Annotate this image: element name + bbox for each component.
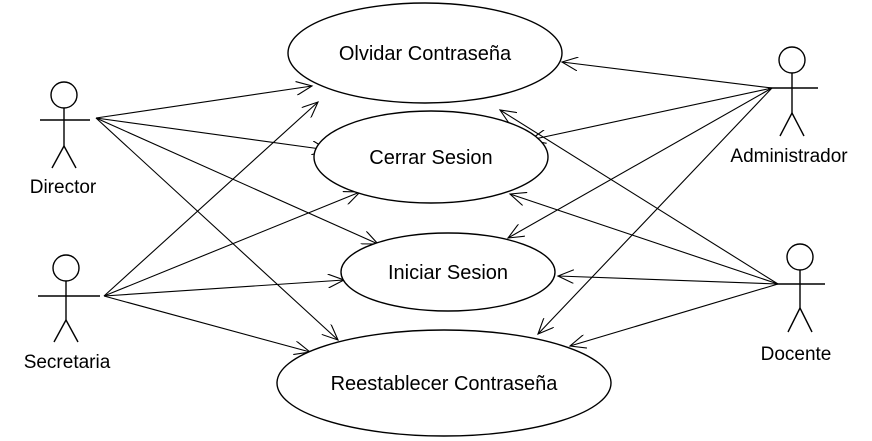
association-director-reestablecer bbox=[95, 117, 338, 340]
association-lines bbox=[95, 62, 779, 352]
use-case-ellipse bbox=[340, 232, 556, 312]
stick-figure-icon bbox=[775, 243, 825, 333]
association-secretaria-iniciar bbox=[103, 280, 344, 297]
use-case-label: Olvidar Contraseña bbox=[339, 43, 512, 65]
association-docente-iniciar bbox=[558, 276, 779, 285]
use-case-ellipse bbox=[287, 2, 563, 104]
association-secretaria-cerrar bbox=[103, 192, 360, 297]
association-administrador-reestablecer bbox=[538, 87, 773, 334]
actor-label: Secretaria bbox=[24, 352, 111, 373]
actor-director[interactable]: Director bbox=[30, 81, 97, 198]
use-case-label: Reestablecer Contraseña bbox=[331, 373, 559, 395]
actor-label: Administrador bbox=[730, 146, 848, 167]
use-case-reestablecer-contrasena[interactable]: Reestablecer Contraseña bbox=[276, 329, 612, 437]
stick-figure-icon bbox=[768, 46, 818, 137]
association-docente-reestablecer bbox=[570, 283, 779, 346]
use-case-iniciar-sesion[interactable]: Iniciar Sesion bbox=[340, 232, 556, 312]
use-case-label: Iniciar Sesion bbox=[388, 262, 508, 284]
use-case-cerrar-sesion[interactable]: Cerrar Sesion bbox=[313, 110, 549, 204]
association-director-cerrar bbox=[95, 117, 328, 150]
actor-label: Director bbox=[30, 177, 97, 198]
association-docente-olvidar bbox=[500, 110, 779, 285]
stick-figure-icon bbox=[38, 254, 100, 343]
use-case-ellipse bbox=[276, 329, 612, 437]
association-administrador-iniciar bbox=[508, 87, 773, 238]
stick-figure-icon bbox=[40, 81, 90, 169]
actor-secretaria[interactable]: Secretaria bbox=[24, 254, 111, 373]
actor-docente[interactable]: Docente bbox=[761, 243, 832, 365]
actor-administrador[interactable]: Administrador bbox=[730, 46, 848, 167]
use-case-olvidar-contrasena[interactable]: Olvidar Contraseña bbox=[287, 2, 563, 104]
actor-label: Docente bbox=[761, 344, 832, 365]
association-director-olvidar bbox=[95, 86, 312, 119]
association-secretaria-olvidar bbox=[103, 102, 318, 297]
use-case-ellipse bbox=[313, 110, 549, 204]
association-director-iniciar bbox=[95, 117, 378, 244]
association-secretaria-reestablecer bbox=[103, 295, 310, 352]
association-administrador-olvidar bbox=[562, 62, 773, 89]
use-case-label: Cerrar Sesion bbox=[369, 147, 492, 169]
association-administrador-cerrar bbox=[530, 87, 773, 140]
association-docente-cerrar bbox=[510, 194, 779, 285]
